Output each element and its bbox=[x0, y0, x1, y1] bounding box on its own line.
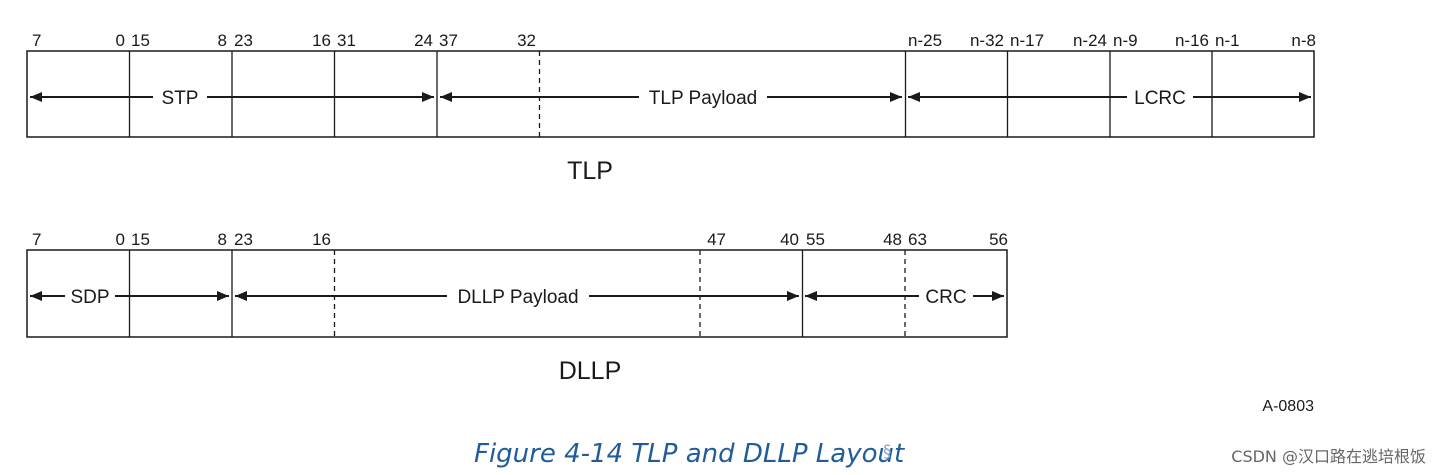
tlp-bit-label: n-24 bbox=[1073, 31, 1107, 50]
dllp-bit-label: 15 bbox=[131, 230, 150, 249]
dllp-bit-label: 0 bbox=[116, 230, 125, 249]
dllp-bit-label: 48 bbox=[883, 230, 902, 249]
dllp-bit-label: 8 bbox=[218, 230, 227, 249]
tlp-label-bg bbox=[150, 85, 210, 109]
tlp-bit-label: n-1 bbox=[1215, 31, 1240, 50]
tlp-frame bbox=[26, 50, 1315, 138]
tlp-bit-label: 8 bbox=[218, 31, 227, 50]
dllp-payload-label: DLLP Payload bbox=[457, 287, 578, 308]
stp-label: STP bbox=[162, 88, 199, 109]
dllp-bit-label: 23 bbox=[234, 230, 253, 249]
dllp-bit-label: 55 bbox=[806, 230, 825, 249]
watermark: CSDN @汉口路在逃培根饭 bbox=[1231, 447, 1426, 466]
dllp-diagram: 7 0 15 8 23 16 47 40 55 48 63 56 SDP DLL… bbox=[26, 230, 1008, 385]
tlp-payload-label: TLP Payload bbox=[649, 88, 757, 109]
tlp-bit-label: 23 bbox=[234, 31, 253, 50]
figure-code: A-0803 bbox=[1262, 398, 1314, 415]
lcrc-label: LCRC bbox=[1134, 88, 1186, 109]
tlp-title: TLP bbox=[567, 157, 613, 185]
dllp-label-bg bbox=[916, 284, 976, 308]
dllp-bit-label: 16 bbox=[312, 230, 331, 249]
tlp-bit-label: 37 bbox=[439, 31, 458, 50]
tlp-bit-label: n-9 bbox=[1113, 31, 1138, 50]
tlp-bit-label: n-17 bbox=[1010, 31, 1044, 50]
tlp-bit-label: 24 bbox=[414, 31, 433, 50]
tlp-bit-label: 31 bbox=[337, 31, 356, 50]
tlp-bit-label: n-8 bbox=[1291, 31, 1316, 50]
crc-label: CRC bbox=[925, 287, 966, 308]
tlp-bit-label: 15 bbox=[131, 31, 150, 50]
tlp-bit-label: 32 bbox=[517, 31, 536, 50]
tlp-bit-label: n-25 bbox=[908, 31, 942, 50]
section-link-icon[interactable]: § bbox=[883, 442, 892, 462]
sdp-label: SDP bbox=[70, 287, 109, 308]
tlp-label-bg bbox=[1124, 85, 1196, 109]
tlp-bit-label: n-32 bbox=[970, 31, 1004, 50]
tlp-bit-label: 0 bbox=[116, 31, 125, 50]
dllp-bit-label: 7 bbox=[32, 230, 41, 249]
dllp-label-bg bbox=[62, 284, 118, 308]
dllp-frame bbox=[26, 249, 1008, 338]
tlp-bit-label: 7 bbox=[32, 31, 41, 50]
dllp-title: DLLP bbox=[559, 357, 622, 385]
tlp-diagram: 7 0 15 8 23 16 31 24 37 32 n-25 n-32 n-1… bbox=[26, 31, 1316, 185]
tlp-bit-label: 16 bbox=[312, 31, 331, 50]
figure-caption: Figure 4-14 TLP and DLLP Layout bbox=[474, 439, 905, 469]
dllp-label-bg bbox=[444, 284, 592, 308]
dllp-bit-label: 56 bbox=[989, 230, 1008, 249]
dllp-bit-label: 63 bbox=[908, 230, 927, 249]
tlp-label-bg bbox=[636, 85, 770, 109]
dllp-bit-label: 47 bbox=[707, 230, 726, 249]
dllp-bit-label: 40 bbox=[780, 230, 799, 249]
tlp-bit-label: n-16 bbox=[1175, 31, 1209, 50]
